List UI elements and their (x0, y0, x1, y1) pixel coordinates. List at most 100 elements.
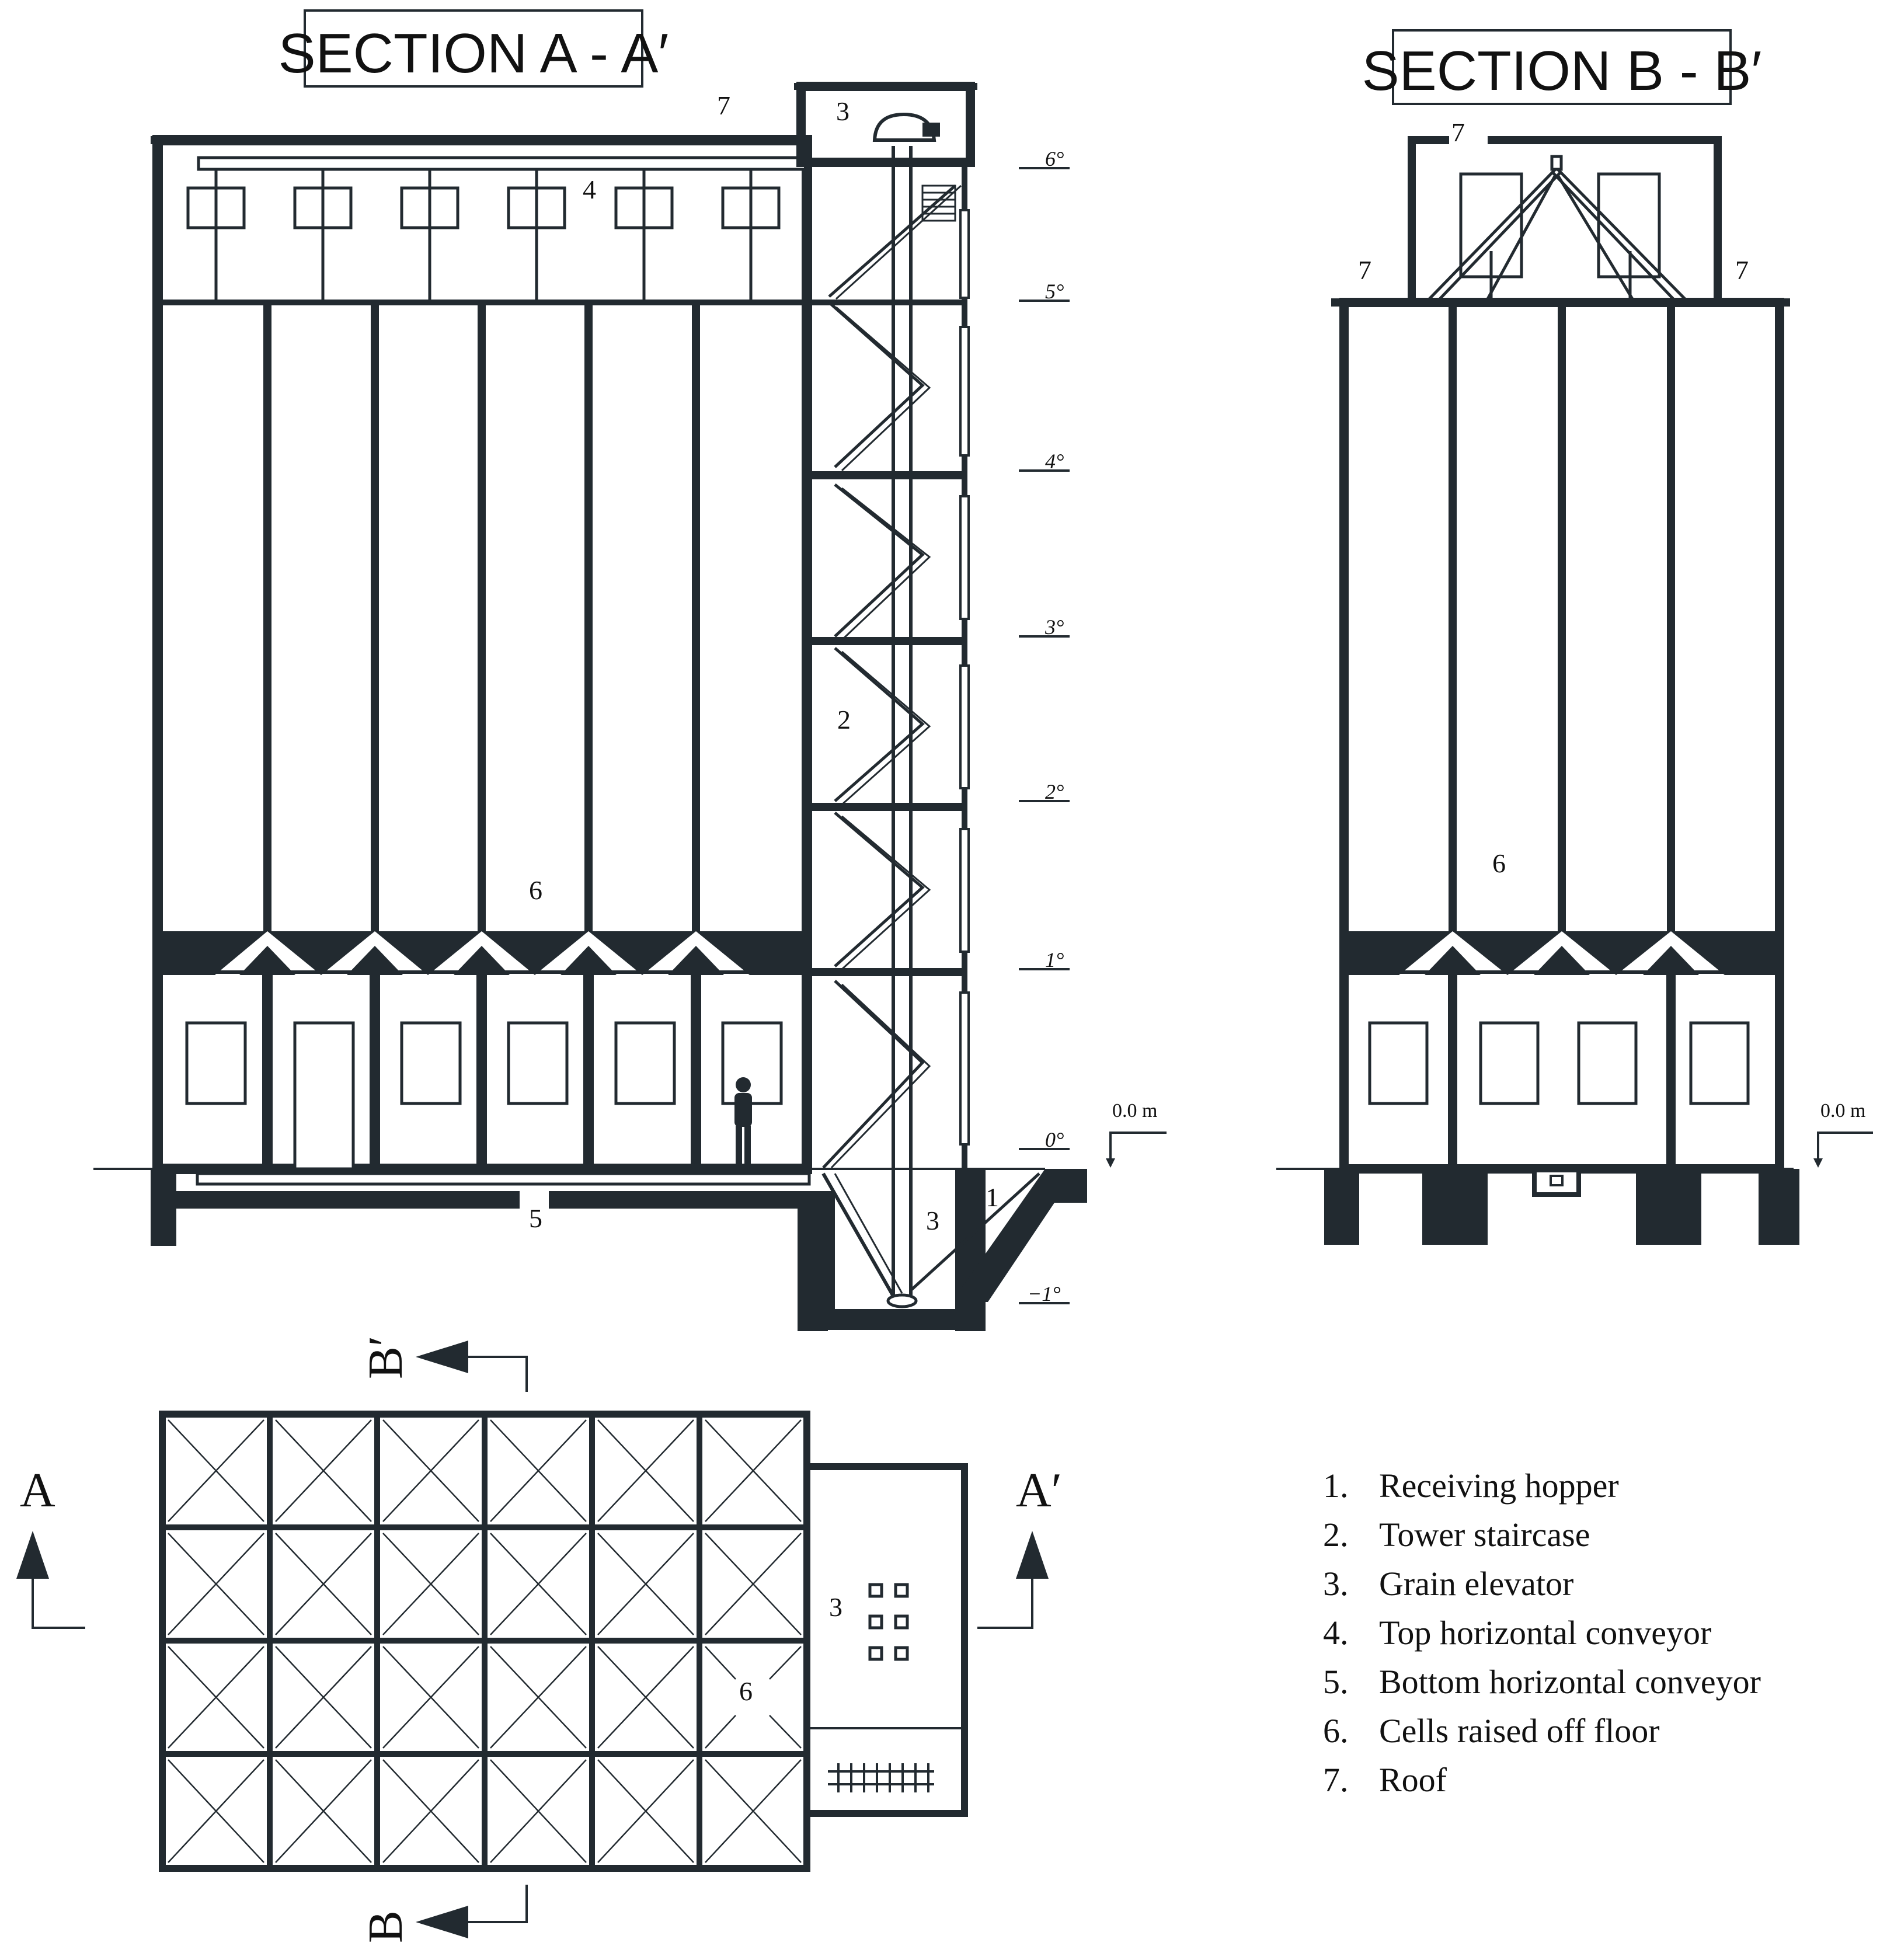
tower-staircase (822, 184, 962, 1169)
basement-slab-gap (520, 1190, 549, 1211)
legend-item-7-num: 7. (1323, 1761, 1349, 1799)
callout-cells-a: 6 (529, 875, 542, 905)
conveyor-duct-b-inner (1550, 1175, 1564, 1186)
section-a: SECTION A - A′ (93, 9, 1167, 1331)
hopper-wall (962, 1169, 1087, 1302)
distributor-spouts (1428, 155, 1686, 302)
marker-b-prime-label: B′ (358, 1336, 413, 1379)
section-b: SECTION B - B′ (1276, 29, 1873, 1245)
top-conveyor (197, 156, 810, 171)
plan-elevator-legs (868, 1583, 909, 1661)
basement (151, 1169, 835, 1330)
callout-elevator-pit: 3 (926, 1206, 939, 1235)
callout-roof-a: 7 (717, 90, 730, 120)
plan-elevator-tower (807, 1463, 968, 1817)
legend-item-3-num: 3. (1323, 1565, 1349, 1603)
head-house-b (1408, 136, 1449, 302)
level-label-1: 1° (1045, 948, 1064, 972)
pit-chute (821, 1172, 895, 1297)
callout-roof-b-top: 7 (1451, 117, 1465, 147)
callout-bottom-conveyor: 5 (529, 1203, 542, 1233)
pit-floor (798, 1309, 986, 1330)
datum-marker-b: 0.0 m (1813, 1100, 1873, 1168)
gallery-windows (186, 186, 781, 229)
elevator-tower (794, 82, 977, 1302)
level-label-5: 5° (1045, 280, 1064, 303)
callout-staircase: 2 (837, 705, 851, 734)
person-figure (734, 1077, 752, 1164)
ground-opening (400, 1021, 462, 1105)
foundations-b (1324, 1169, 1799, 1245)
plan-cell-grid (159, 1411, 810, 1872)
section-marker-b: B (358, 1885, 528, 1943)
legend-item-6-num: 6. (1323, 1712, 1349, 1750)
legend-item-1-num: 1. (1323, 1467, 1349, 1505)
legend-item-2-num: 2. (1323, 1516, 1349, 1554)
legend-item-1-label: Receiving hopper (1379, 1467, 1619, 1505)
legend-item-5-num: 5. (1323, 1663, 1349, 1701)
legend: 1. Receiving hopper 2. Tower staircase 3… (1323, 1467, 1761, 1799)
legend-item-6-label: Cells raised off floor (1379, 1712, 1660, 1750)
plan-stair (828, 1763, 934, 1792)
ground-opening (507, 1021, 569, 1105)
ground-door (293, 1021, 355, 1171)
ground-opening-b (1689, 1021, 1750, 1105)
callout-cells-b: 6 (1492, 848, 1506, 878)
legend-item-5-label: Bottom horizontal conveyor (1379, 1663, 1761, 1701)
legend-item-4-num: 4. (1323, 1614, 1349, 1652)
legend-item-7-label: Roof (1379, 1761, 1447, 1799)
ground-opening-b (1479, 1021, 1540, 1105)
ground-opening (721, 1021, 783, 1105)
elevator-boot (886, 1293, 918, 1308)
callout-top-conveyor: 4 (583, 175, 596, 204)
callout-roof-b-left: 7 (1358, 255, 1371, 285)
cell-hoppers-b (1348, 931, 1776, 975)
ground-opening (185, 1021, 247, 1105)
level-label-3: 3° (1045, 615, 1064, 639)
level-label-6: 6° (1045, 147, 1064, 170)
level-label-0: 0° (1045, 1128, 1064, 1151)
marker-a-prime-label: A′ (1016, 1463, 1062, 1517)
receiving-hopper (910, 1169, 1087, 1302)
callout-elevator-head: 3 (836, 96, 849, 126)
tower-window-strips (959, 209, 970, 1146)
datum-label-b: 0.0 m (1820, 1100, 1865, 1122)
level-marks: 6° 5° 4° 3° 2° 1° 0° −1° (1019, 147, 1070, 1305)
cell-walls-b (1449, 302, 1675, 931)
ground-columns (262, 972, 701, 1169)
bottom-conveyor (196, 1172, 811, 1186)
ground-openings (185, 1021, 783, 1171)
ground-columns-b (1448, 972, 1676, 1169)
section-marker-a: A (16, 1463, 85, 1629)
feed-spouts (214, 169, 753, 302)
conveyor-duct-b (1532, 1168, 1581, 1197)
level-label-2: 2° (1045, 780, 1064, 803)
hopper-chute (910, 1172, 1040, 1291)
marker-a-label: A (20, 1463, 55, 1517)
legend-item-2-label: Tower staircase (1379, 1516, 1590, 1554)
elevator-drive (922, 123, 940, 137)
pit-chute (834, 1173, 903, 1294)
pit-wall-right (955, 1169, 986, 1331)
ground-opening (614, 1021, 676, 1105)
callout-hopper: 1 (986, 1182, 999, 1212)
callout-plan-cells: 6 (739, 1676, 753, 1706)
legend-item-3-label: Grain elevator (1379, 1565, 1573, 1603)
plan-view: 3 6 A A′ B′ B (16, 1336, 1062, 1943)
callout-roof-b-right: 7 (1735, 255, 1749, 285)
basement-slab (176, 1191, 835, 1330)
section-a-title-box (304, 9, 643, 88)
ground-opening-b (1368, 1021, 1429, 1105)
cell-hoppers (161, 931, 803, 975)
elevator-pit (798, 1169, 986, 1331)
callout-plan-elevator: 3 (829, 1592, 842, 1622)
section-a-title: SECTION A - A′ (278, 22, 669, 85)
ground-opening-b (1577, 1021, 1638, 1105)
level-label-minus1: −1° (1028, 1282, 1061, 1305)
section-marker-a-prime: A′ (977, 1463, 1062, 1629)
section-b-title-box (1392, 29, 1732, 105)
datum-marker-a: 0.0 m (1106, 1100, 1167, 1168)
section-marker-b-prime: B′ (358, 1336, 528, 1392)
legend-item-4-label: Top horizontal conveyor (1379, 1614, 1711, 1652)
section-b-title: SECTION B - B′ (1362, 40, 1762, 102)
